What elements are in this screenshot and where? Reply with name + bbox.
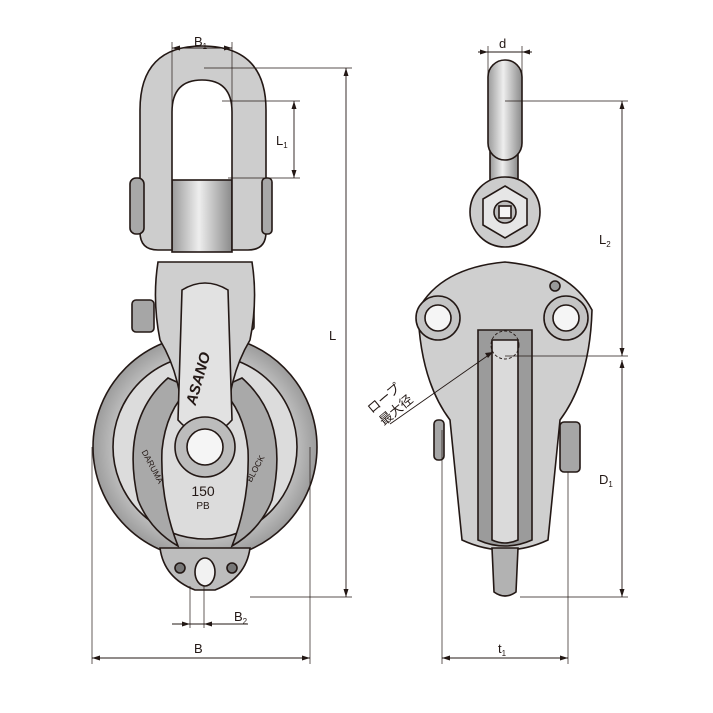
label-D1: D1 [599,472,613,489]
front-view: ASANO DARUMA BLOCK 150 PB [92,45,318,591]
label-d: d [499,36,506,51]
size-engraving: 150 [191,483,215,499]
bottom-lug-hole-left [174,562,186,574]
bottom-lug-hole-right [226,562,238,574]
label-t1: t1 [498,641,507,658]
label-L1: L1 [276,133,288,150]
swivel-neck [171,179,233,253]
bottom-lug-center-hole [194,557,216,587]
model-engraving: PB [196,501,210,512]
dimension-lines [91,42,628,664]
sheave-center-rib [491,339,519,544]
shackle-pin-right [261,177,273,235]
side-left-pin-hole [424,304,452,332]
side-view [415,59,593,597]
rope-max-diameter-circle [490,330,520,360]
side-nut [559,421,581,473]
label-B1: B1 [194,34,208,51]
left-latch-pin [131,299,155,333]
swivel-hex-socket [498,205,512,219]
label-L2: L2 [599,232,611,249]
side-shackle [487,59,523,161]
side-left-bump [433,419,445,461]
side-small-rivet [549,280,561,292]
side-right-pin-hole [552,304,580,332]
right-curved-slot [218,377,278,548]
shackle-pin-left [129,177,145,235]
label-B: B [194,641,203,656]
axle-hole [186,428,224,466]
label-L: L [329,328,336,343]
left-curved-slot [132,377,192,548]
side-bottom-latch [491,547,519,597]
label-B2: B2 [234,609,248,626]
